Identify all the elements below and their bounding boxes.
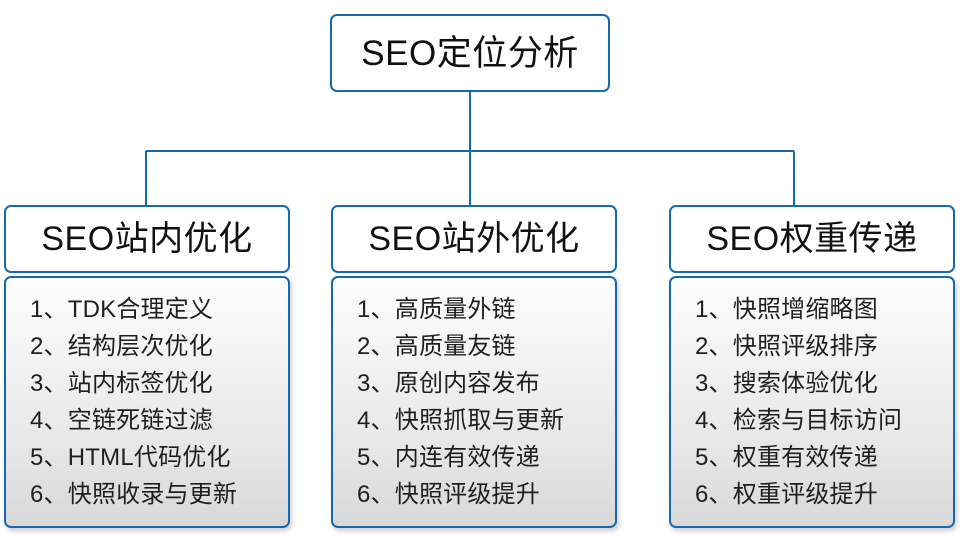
list-item: 4、空链死链过滤: [30, 407, 213, 434]
list-item: 4、检索与目标访问: [695, 407, 903, 434]
list-item: 4、快照抓取与更新: [357, 407, 565, 434]
list-item: 1、高质量外链: [357, 296, 516, 323]
list-item: 6、快照收录与更新: [30, 481, 238, 508]
list-item: 5、HTML代码优化: [30, 444, 231, 471]
branch-column-1: SEO站内优化 1、TDK合理定义 2、结构层次优化 3、站内标签优化 4、空链…: [4, 205, 290, 528]
branch-header-1[interactable]: SEO站内优化: [4, 205, 290, 273]
branch-column-2: SEO站外优化 1、高质量外链 2、高质量友链 3、原创内容发布 4、快照抓取与…: [331, 205, 617, 528]
branch-header-2[interactable]: SEO站外优化: [331, 205, 617, 273]
branch-item-list-1: 1、TDK合理定义 2、结构层次优化 3、站内标签优化 4、空链死链过滤 5、H…: [6, 291, 288, 513]
root-node-label: SEO定位分析: [361, 33, 579, 73]
branch-body-3: 1、快照增缩略图 2、快照评级排序 3、搜索体验优化 4、检索与目标访问 5、权…: [669, 276, 955, 528]
branch-header-label-3: SEO权重传递: [706, 220, 918, 258]
list-item: 2、结构层次优化: [30, 333, 213, 360]
list-item: 6、权重评级提升: [695, 481, 878, 508]
branch-header-label-1: SEO站内优化: [41, 220, 253, 258]
list-item: 1、快照增缩略图: [695, 296, 878, 323]
branch-body-1: 1、TDK合理定义 2、结构层次优化 3、站内标签优化 4、空链死链过滤 5、H…: [4, 276, 290, 528]
root-node[interactable]: SEO定位分析: [330, 14, 610, 92]
list-item: 6、快照评级提升: [357, 481, 540, 508]
list-item: 2、高质量友链: [357, 333, 516, 360]
branch-column-3: SEO权重传递 1、快照增缩略图 2、快照评级排序 3、搜索体验优化 4、检索与…: [669, 205, 955, 528]
list-item: 5、内连有效传递: [357, 444, 540, 471]
branch-item-list-3: 1、快照增缩略图 2、快照评级排序 3、搜索体验优化 4、检索与目标访问 5、权…: [671, 291, 953, 513]
list-item: 3、搜索体验优化: [695, 370, 878, 397]
branch-header-3[interactable]: SEO权重传递: [669, 205, 955, 273]
list-item: 5、权重有效传递: [695, 444, 878, 471]
branch-item-list-2: 1、高质量外链 2、高质量友链 3、原创内容发布 4、快照抓取与更新 5、内连有…: [333, 291, 615, 513]
list-item: 1、TDK合理定义: [30, 296, 214, 323]
list-item: 3、原创内容发布: [357, 370, 540, 397]
branch-body-2: 1、高质量外链 2、高质量友链 3、原创内容发布 4、快照抓取与更新 5、内连有…: [331, 276, 617, 528]
list-item: 3、站内标签优化: [30, 370, 213, 397]
branch-header-label-2: SEO站外优化: [368, 220, 580, 258]
list-item: 2、快照评级排序: [695, 333, 878, 360]
